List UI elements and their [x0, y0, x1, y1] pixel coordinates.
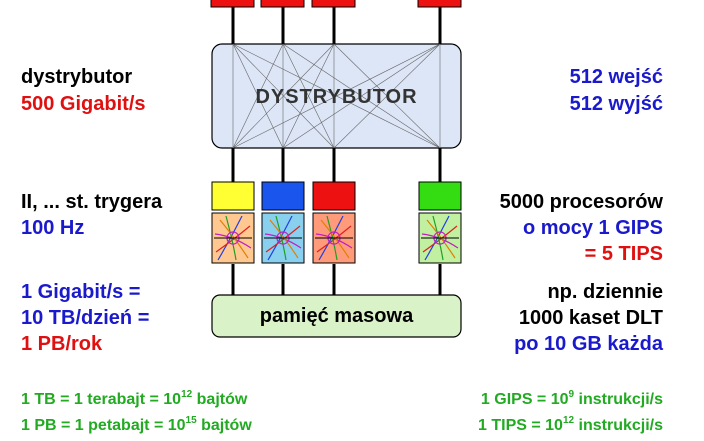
processor-top: [312, 181, 356, 211]
input-box-1: [210, 0, 255, 8]
tape-count: 1000 kaset DLT: [518, 307, 663, 329]
storage-rate-1: 1 Gigabit/s =: [21, 281, 141, 303]
processor-units: [211, 181, 462, 264]
particle-tracks-icon: [214, 215, 252, 261]
processor-top: [211, 181, 255, 211]
storage-rate-3: 1 PB/rok: [21, 333, 103, 355]
input-box-2: [260, 0, 305, 8]
tape-daily: np. dziennie: [547, 281, 663, 303]
processor-unit-1: [211, 181, 255, 264]
input-box-3: [311, 0, 356, 8]
storage-box: [211, 294, 462, 338]
storage-label: pamięć masowa: [259, 305, 414, 327]
tape-capacity: po 10 GB każda: [514, 333, 663, 355]
distributor-box: [211, 43, 462, 149]
processor-unit-2: [261, 181, 305, 264]
distributor-output-lines: [231, 148, 442, 182]
processor-unit-4: [418, 181, 462, 264]
input-connectors: [210, 0, 462, 44]
footnote-gips: 1 GIPS = 109 instrukcji/s: [480, 389, 663, 408]
trigger-rate: 100 Hz: [21, 217, 85, 239]
input-box-4: [417, 0, 462, 8]
cpu-count: 5000 procesorów: [499, 191, 663, 213]
footnote-terabyte: 1 TB = 1 terabajt = 1012 bajtów: [21, 389, 248, 408]
processor-top: [418, 181, 462, 211]
inputs-count: 512 wejść: [569, 66, 663, 88]
trigger-title: II, ... st. trygera: [21, 191, 163, 213]
particle-tracks-icon: [421, 215, 459, 261]
distributor-rate: 500 Gigabit/s: [21, 93, 146, 115]
storage-rate-2: 10 TB/dzień =: [21, 307, 150, 329]
storage-input-lines: [231, 264, 442, 295]
particle-tracks-icon: [315, 215, 353, 261]
distributor-title: dystrybutor: [21, 66, 133, 88]
footnote-petabyte: 1 PB = 1 petabajt = 1015 bajtów: [21, 415, 252, 434]
processor-unit-3: [312, 181, 356, 264]
outputs-count: 512 wyjść: [569, 93, 663, 115]
particle-tracks-icon: [264, 215, 302, 261]
distributor-label: DYSTRYBUTOR: [255, 86, 418, 108]
cpu-total: = 5 TIPS: [584, 243, 663, 265]
footnote-tips: 1 TIPS = 1012 instrukcji/s: [478, 415, 663, 434]
processor-top: [261, 181, 305, 211]
cpu-power: o mocy 1 GIPS: [522, 217, 663, 239]
